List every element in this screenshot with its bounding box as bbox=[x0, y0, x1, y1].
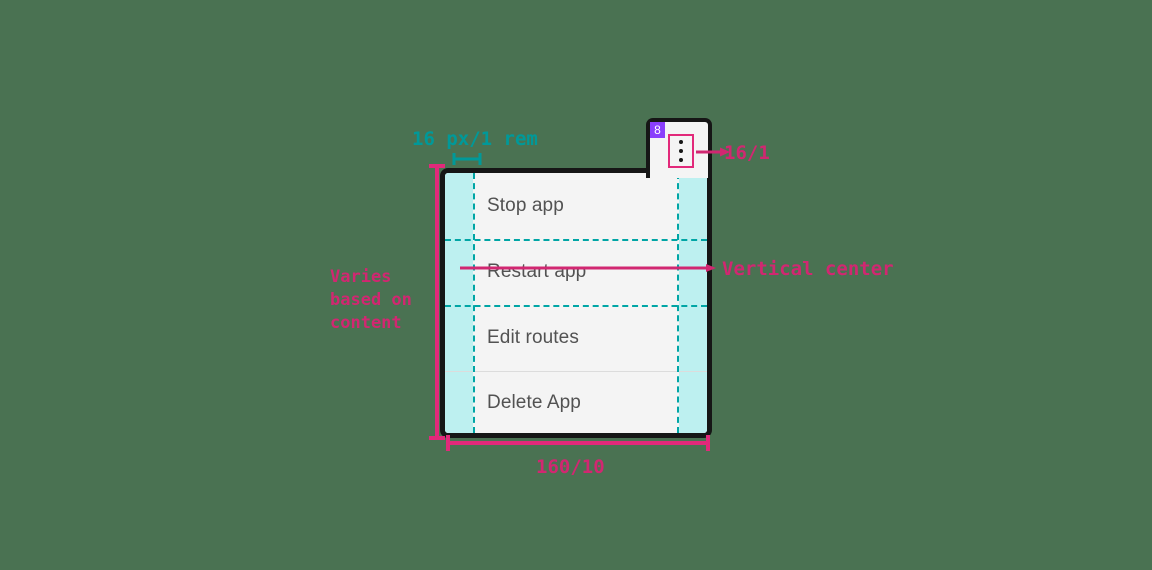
guide-line-row-bottom bbox=[445, 305, 707, 307]
height-note-line-1: Varies bbox=[330, 267, 392, 287]
menu-item-label: Delete App bbox=[487, 391, 581, 413]
notification-badge: 8 bbox=[650, 122, 665, 138]
overflow-menu-panel: Stop app Restart app Edit routes Delete … bbox=[440, 168, 712, 438]
menu-item-stop-app[interactable]: Stop app bbox=[445, 173, 707, 239]
menu-item-delete-app[interactable]: Delete App bbox=[445, 371, 707, 433]
guide-line-right-padding bbox=[677, 173, 679, 433]
height-note-line-2: based on bbox=[330, 290, 412, 310]
guide-line-left-padding bbox=[473, 173, 475, 433]
padding-band-right bbox=[679, 173, 707, 433]
measure-bracket-padding bbox=[452, 153, 482, 165]
menu-item-label: Stop app bbox=[487, 195, 564, 216]
height-note-line-3: content bbox=[330, 313, 402, 333]
padding-band-left bbox=[445, 173, 473, 433]
annotation-height-note: Varies based on content bbox=[330, 266, 412, 335]
trigger-highlight-box bbox=[668, 134, 694, 168]
annotation-padding-spec: 16 px/1 rem bbox=[412, 128, 538, 150]
menu-item-restart-app[interactable]: Restart app bbox=[445, 239, 707, 305]
menu-item-label: Edit routes bbox=[487, 327, 579, 348]
annotation-trigger-spec: 16/1 bbox=[724, 142, 770, 164]
vertical-center-line bbox=[460, 264, 716, 272]
annotation-vertical-center: Vertical center bbox=[722, 258, 894, 280]
leader-arrow-trigger-spec bbox=[696, 147, 730, 157]
overflow-menu-vertical-icon[interactable] bbox=[679, 140, 684, 162]
dimension-line-width bbox=[446, 435, 710, 451]
menu-item-label: Restart app bbox=[487, 261, 587, 282]
dimension-line-height bbox=[429, 164, 445, 440]
annotation-width-spec: 160/10 bbox=[536, 456, 605, 478]
menu-item-edit-routes[interactable]: Edit routes bbox=[445, 305, 707, 371]
menu-item-list: Stop app Restart app Edit routes Delete … bbox=[445, 173, 707, 433]
guide-line-row-top bbox=[445, 239, 707, 241]
